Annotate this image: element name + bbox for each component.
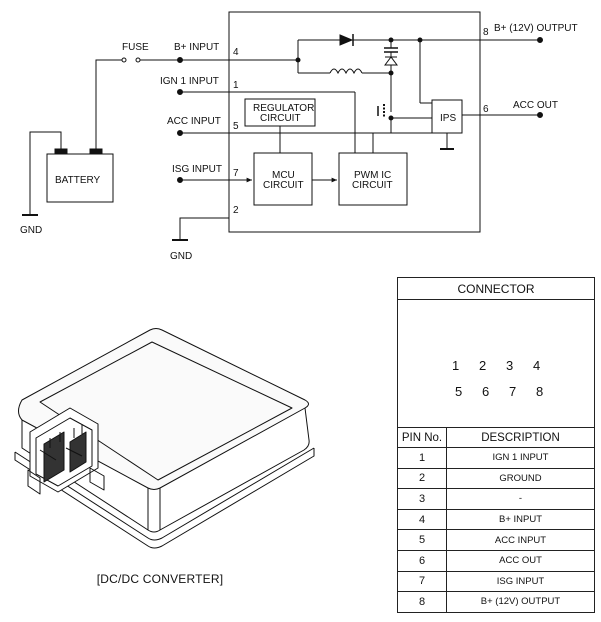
pwm-label-2: CIRCUIT — [352, 180, 393, 191]
pin-number: 8 — [397, 591, 447, 613]
face-pin-3: 3 — [506, 358, 514, 373]
connector-pin-table: CONNECTOR 1 2 3 4 5 6 7 8 PIN No. DESCRI… — [397, 277, 595, 613]
regulator-label-2: CIRCUIT — [260, 113, 301, 124]
dc-dc-converter-illustration — [14, 328, 315, 549]
pwm-label-1: PWM IC — [354, 170, 391, 181]
gnd-bottom-label: GND — [170, 251, 192, 262]
column-header-pin: PIN No. — [397, 427, 447, 448]
pin-isg: 7 — [233, 168, 239, 179]
acc-out-label: ACC OUT — [513, 100, 558, 111]
column-header-description: DESCRIPTION — [446, 427, 595, 448]
battery-label: BATTERY — [55, 175, 101, 186]
pin-number: 6 — [397, 549, 447, 572]
figure-caption: [DC/DC CONVERTER] — [96, 572, 224, 586]
pin-gnd: 2 — [233, 205, 239, 216]
mcu-circuit-box — [253, 152, 313, 206]
pin-number: 2 — [397, 467, 447, 490]
face-pin-8: 8 — [536, 384, 544, 399]
table-row: 3- — [397, 488, 595, 510]
pin-description: ACC OUT — [446, 549, 595, 572]
connector-title: CONNECTOR — [397, 277, 595, 300]
isg-input-label: ISG INPUT — [172, 164, 222, 175]
ign-input-label: IGN 1 INPUT — [160, 76, 219, 87]
b-output-label: B+ (12V) OUTPUT — [494, 23, 578, 34]
pin-number: 1 — [397, 447, 447, 469]
converter-module-box — [228, 11, 481, 233]
regulator-label-1: REGULATOR — [253, 103, 314, 114]
pin-description: B+ INPUT — [446, 508, 595, 531]
face-pin-6: 6 — [482, 384, 490, 399]
face-pin-1: 1 — [452, 358, 460, 373]
pin-number: 7 — [397, 570, 447, 593]
pin-number: 3 — [397, 488, 447, 510]
ips-label: IPS — [440, 113, 456, 124]
pin-description: GROUND — [446, 467, 595, 490]
connector-face-cell: 1 2 3 4 5 6 7 8 — [397, 299, 595, 428]
b-input-label: B+ INPUT — [174, 42, 219, 53]
fuse-symbol — [121, 57, 127, 63]
pin-ign: 1 — [233, 80, 239, 91]
pin-b-input: 4 — [233, 47, 239, 58]
mcu-label-2: CIRCUIT — [263, 180, 304, 191]
face-pin-5: 5 — [455, 384, 463, 399]
gnd-left-label: GND — [20, 225, 42, 236]
face-pin-7: 7 — [509, 384, 517, 399]
pin-description: ISG INPUT — [446, 570, 595, 593]
fuse-label: FUSE — [122, 42, 149, 53]
mcu-label-1: MCU — [272, 170, 295, 181]
pin-number: 5 — [397, 529, 447, 551]
pin-b-output: 8 — [483, 27, 489, 38]
pin-description: - — [446, 488, 595, 510]
pin-description: IGN 1 INPUT — [446, 447, 595, 469]
acc-input-label: ACC INPUT — [167, 116, 221, 127]
pin-number: 4 — [397, 508, 447, 531]
pin-acc: 5 — [233, 121, 239, 132]
face-pin-4: 4 — [533, 358, 541, 373]
pin-acc-out: 6 — [483, 104, 489, 115]
pin-description: ACC INPUT — [446, 529, 595, 551]
pin-description: B+ (12V) OUTPUT — [446, 591, 595, 613]
battery-box — [46, 153, 114, 203]
face-pin-2: 2 — [479, 358, 487, 373]
